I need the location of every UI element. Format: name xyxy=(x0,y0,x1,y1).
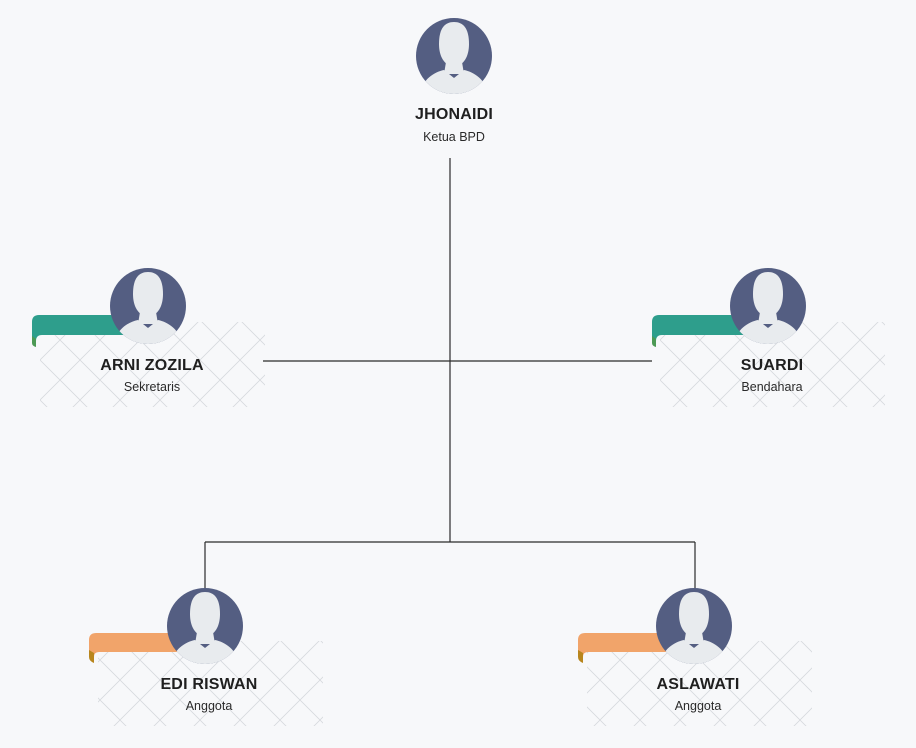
avatar-sekretaris xyxy=(110,268,186,344)
person-silhouette-icon xyxy=(416,18,492,94)
avatar-bendahara xyxy=(730,268,806,344)
person-silhouette-icon xyxy=(167,588,243,664)
member-name: ARNI ZOZILA xyxy=(100,357,204,374)
connector-lines xyxy=(204,158,696,590)
member-role: Anggota xyxy=(674,699,722,713)
ribbon-anggota-1 xyxy=(89,633,188,663)
ribbon-anggota-2 xyxy=(578,633,677,663)
member-role: Anggota xyxy=(185,699,233,713)
avatar-ketua xyxy=(416,18,492,94)
ribbon-bendahara xyxy=(652,315,750,347)
member-name: ASLAWATI xyxy=(656,676,740,693)
person-silhouette-icon xyxy=(656,588,732,664)
member-name: SUARDI xyxy=(740,357,804,374)
member-name: EDI RISWAN xyxy=(160,676,258,693)
decorative-patterns xyxy=(40,322,885,726)
member-role: Ketua BPD xyxy=(423,130,485,144)
person-silhouette-icon xyxy=(730,268,806,344)
member-role: Bendahara xyxy=(741,380,803,394)
avatar-anggota-1 xyxy=(167,588,243,664)
member-name: JHONAIDI xyxy=(414,106,494,123)
avatar-anggota-2 xyxy=(656,588,732,664)
ribbon-sekretaris xyxy=(32,315,130,347)
member-role: Sekretaris xyxy=(123,380,181,394)
ribbons xyxy=(32,315,750,663)
person-silhouette-icon xyxy=(110,268,186,344)
